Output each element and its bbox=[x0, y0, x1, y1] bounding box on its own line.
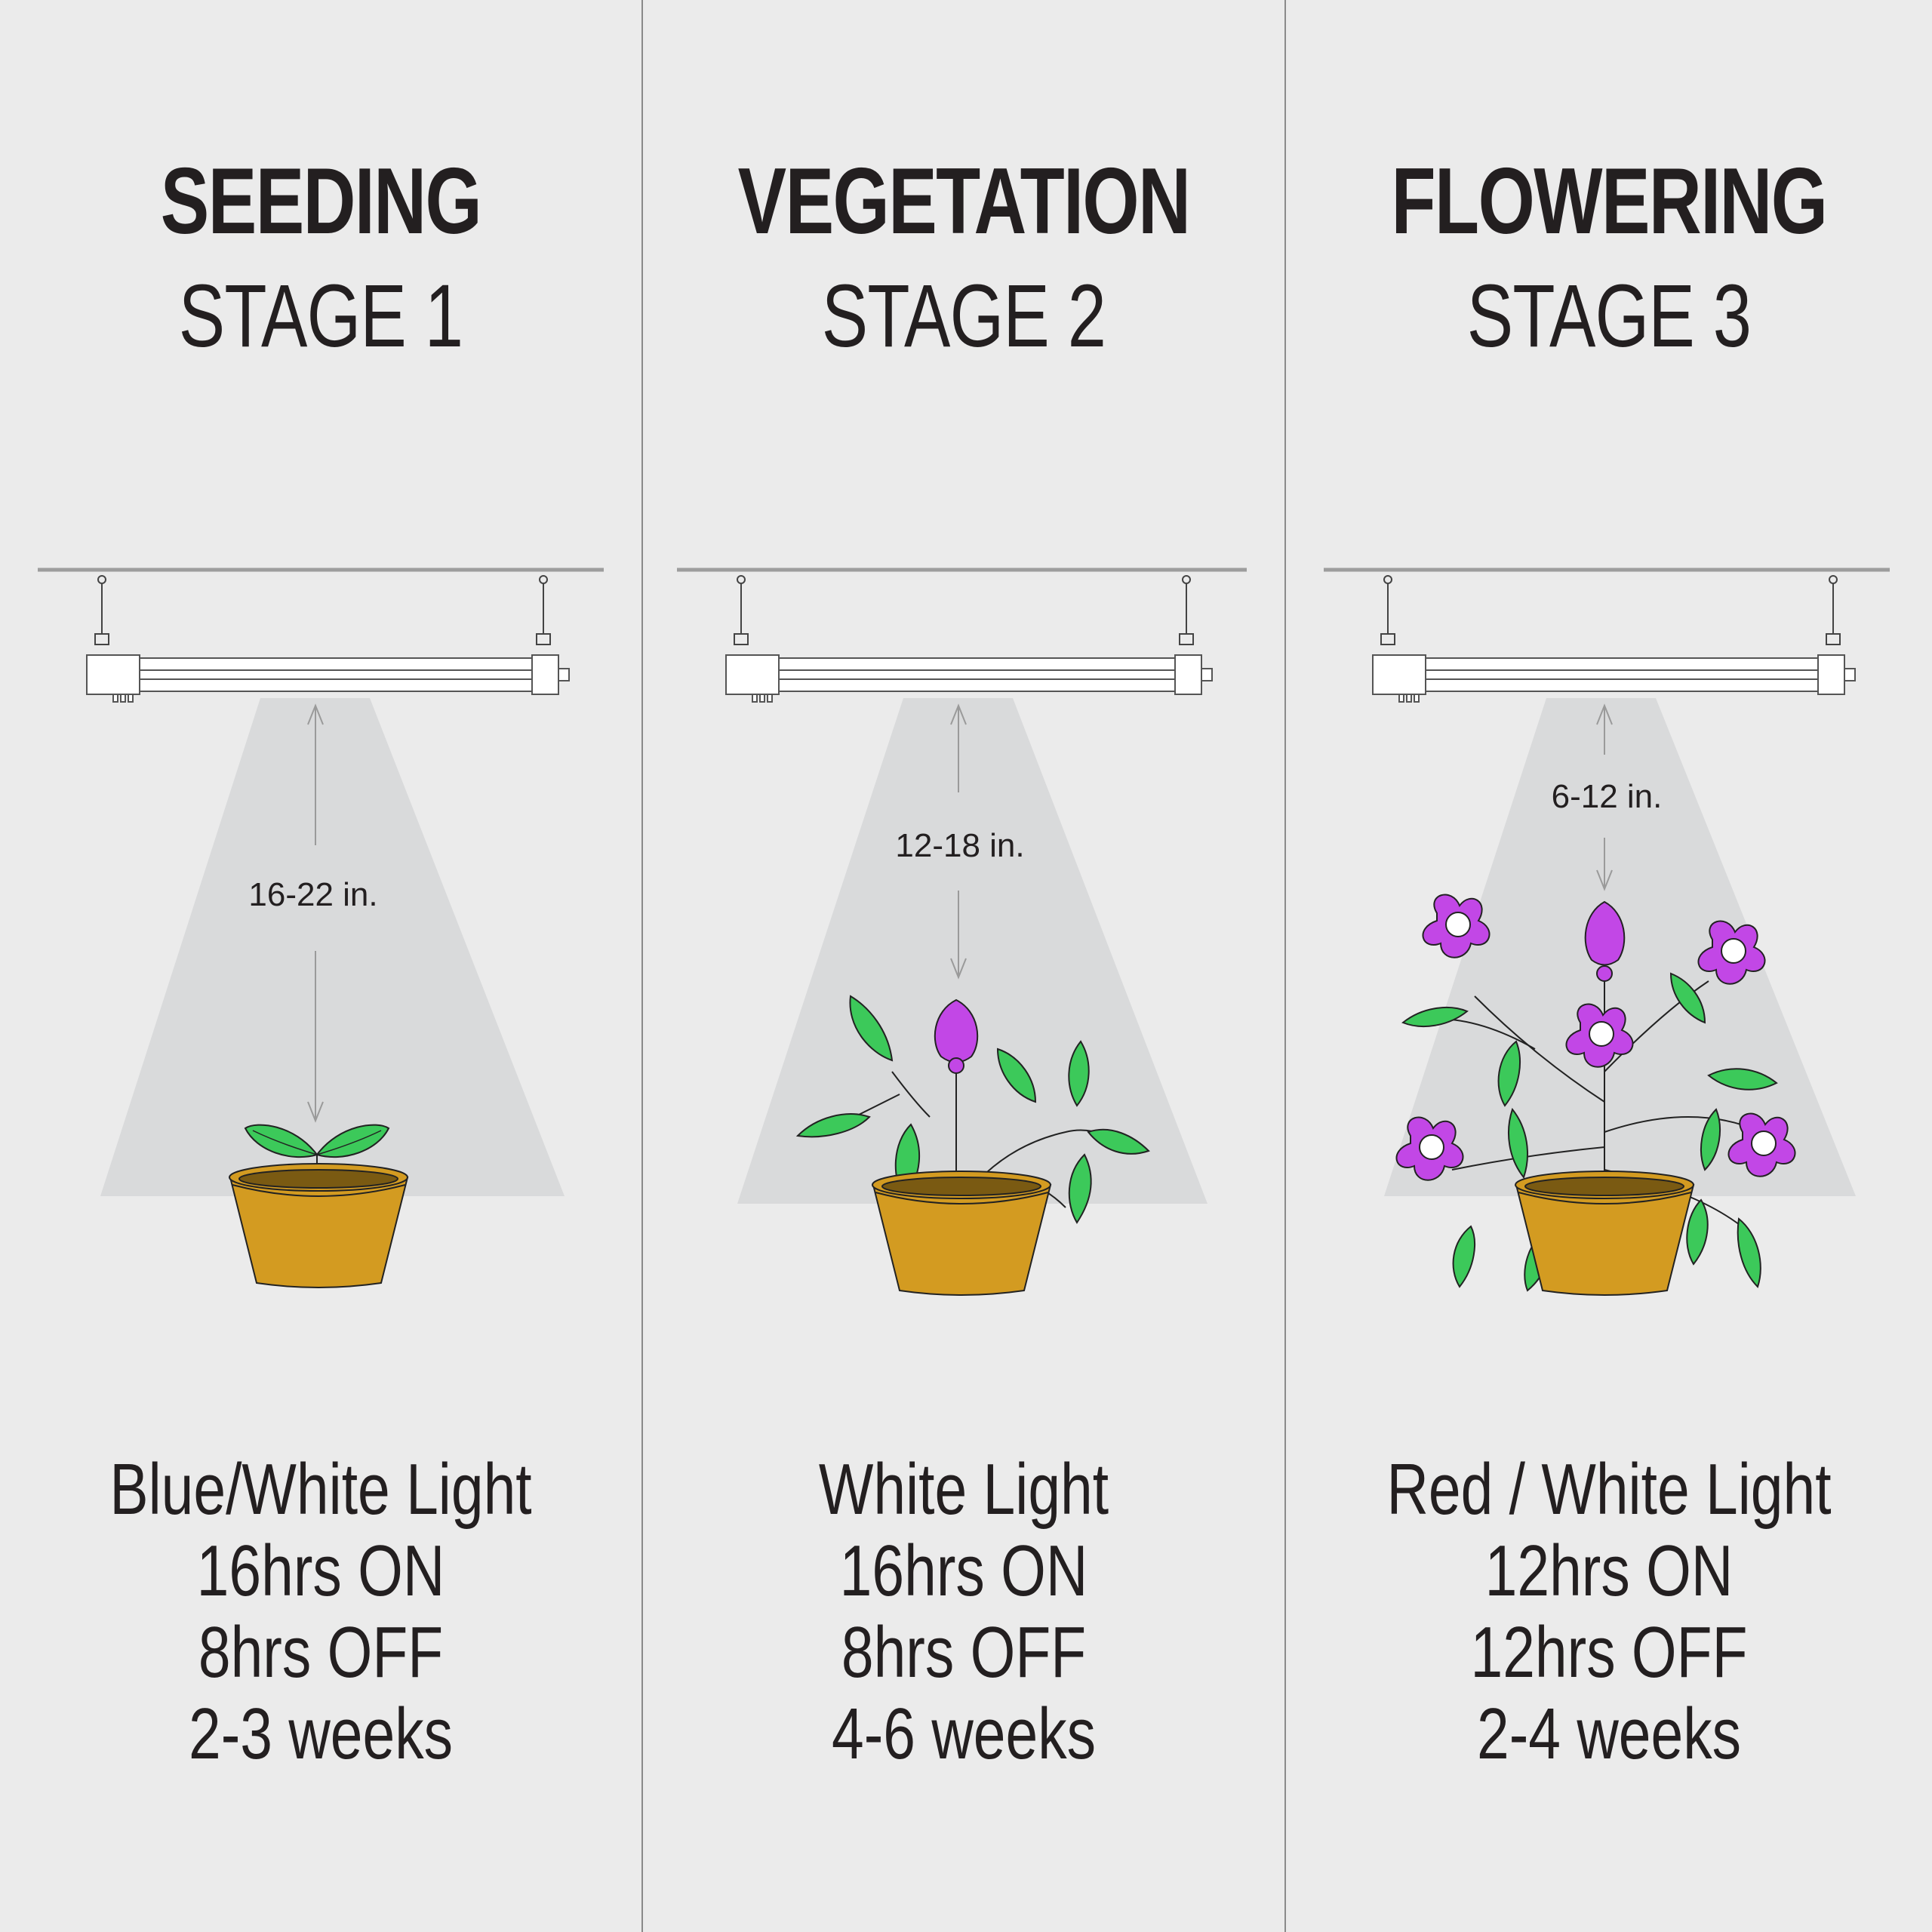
flowering-illustration: 6-12 in. bbox=[1324, 568, 1890, 1296]
led-light-fixture bbox=[1372, 654, 1856, 703]
led-light-fixture bbox=[86, 654, 570, 703]
leaves bbox=[1401, 972, 1778, 1292]
stage-number: STAGE 2 bbox=[821, 266, 1106, 366]
stage-title: SEEDING bbox=[160, 149, 482, 254]
stage-panel-seeding: SEEDING STAGE 1 bbox=[0, 0, 643, 1932]
distance-label: 16-22 in. bbox=[248, 876, 377, 913]
stage-panel-flowering: FLOWERING STAGE 3 bbox=[1286, 0, 1932, 1932]
light-cone bbox=[100, 698, 565, 1196]
hours-off: 8hrs OFF bbox=[198, 1612, 444, 1693]
light-schedule: Blue/White Light 16hrs ON 8hrs OFF 2-3 w… bbox=[0, 1449, 641, 1775]
hanging-cables bbox=[94, 575, 551, 645]
light-schedule: White Light 16hrs ON 8hrs OFF 4-6 weeks bbox=[643, 1449, 1284, 1775]
grow-light-scene: 12-18 in. bbox=[643, 528, 1286, 1358]
grow-light-scene: 16-22 in. bbox=[0, 528, 643, 1358]
distance-arrow bbox=[950, 703, 967, 980]
stage-number: STAGE 1 bbox=[178, 266, 463, 366]
stage-duration: 2-3 weeks bbox=[188, 1694, 454, 1774]
flower-pot bbox=[229, 1163, 409, 1288]
distance-arrow bbox=[307, 703, 324, 1123]
light-type: Red / White Light bbox=[1386, 1449, 1832, 1530]
flowering-plant bbox=[1395, 894, 1796, 1292]
distance-arrow bbox=[1596, 703, 1613, 891]
hanging-cables bbox=[1380, 575, 1841, 645]
light-type: Blue/White Light bbox=[109, 1449, 532, 1530]
distance-label: 12-18 in. bbox=[895, 827, 1024, 864]
stage-duration: 4-6 weeks bbox=[831, 1694, 1097, 1774]
stage-title: VEGETATION bbox=[737, 149, 1191, 254]
grow-light-scene: 6-12 in. bbox=[1286, 528, 1929, 1358]
stage-panel-vegetation: VEGETATION STAGE 2 bbox=[643, 0, 1286, 1932]
stage-title: FLOWERING bbox=[1391, 149, 1829, 254]
hours-off: 12hrs OFF bbox=[1470, 1612, 1748, 1693]
stage-duration: 2-4 weeks bbox=[1476, 1694, 1742, 1774]
hours-on: 16hrs ON bbox=[196, 1531, 445, 1611]
led-light-fixture bbox=[725, 654, 1213, 703]
flower-pot bbox=[1515, 1171, 1695, 1296]
distance-label: 6-12 in. bbox=[1552, 778, 1663, 815]
light-type: White Light bbox=[818, 1449, 1109, 1530]
flower-pot bbox=[872, 1171, 1052, 1296]
hours-off: 8hrs OFF bbox=[841, 1612, 1087, 1693]
seeding-illustration: 16-22 in. bbox=[38, 568, 604, 1288]
light-cone bbox=[737, 698, 1208, 1204]
hours-on: 12hrs ON bbox=[1484, 1531, 1734, 1611]
light-schedule: Red / White Light 12hrs ON 12hrs OFF 2-4… bbox=[1286, 1449, 1932, 1775]
hours-on: 16hrs ON bbox=[839, 1531, 1088, 1611]
seedling bbox=[244, 1124, 390, 1192]
vegetation-illustration: 12-18 in. bbox=[677, 568, 1247, 1296]
hanging-cables bbox=[734, 575, 1194, 645]
stage-number: STAGE 3 bbox=[1466, 266, 1752, 366]
flowers bbox=[1395, 894, 1796, 1181]
